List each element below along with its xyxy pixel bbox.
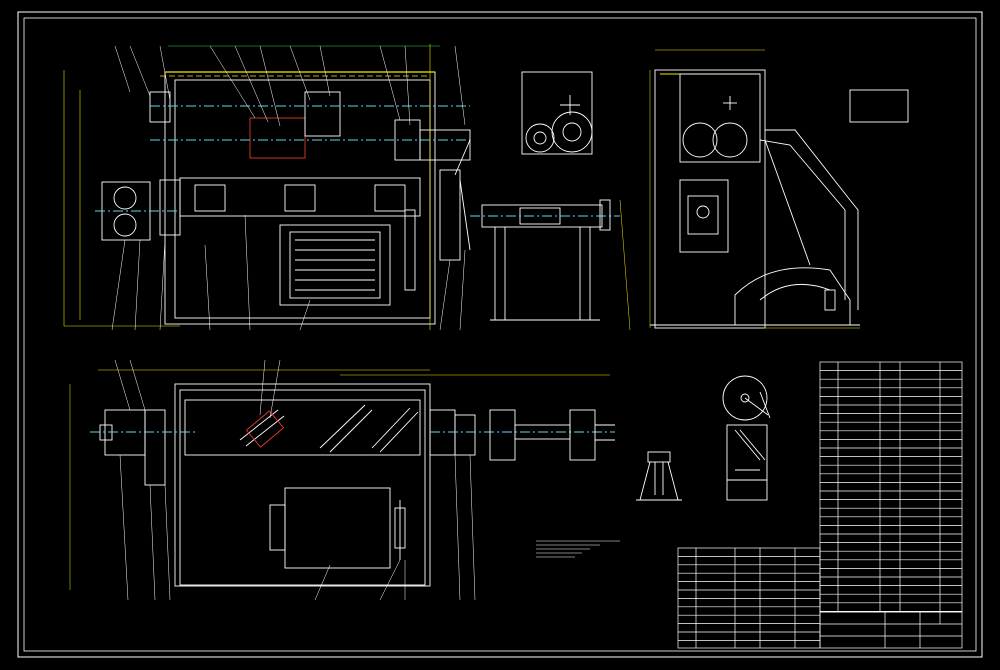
gear-icon: [551, 111, 593, 153]
parts-list-table: [677, 361, 963, 649]
gear-detail-view: [521, 71, 593, 155]
top-view: [69, 359, 615, 601]
shaft-icon: [419, 129, 471, 161]
outer-border: [17, 11, 983, 658]
pulley-icon: [404, 209, 416, 291]
motor-icon: [279, 224, 391, 306]
gear-icon: [682, 122, 718, 158]
pulley-icon: [144, 409, 166, 486]
linkage-detail-view: [722, 375, 771, 501]
technical-notes: [536, 540, 620, 558]
front-view: [63, 44, 471, 331]
bearing-icon: [149, 91, 171, 123]
gear-icon: [249, 117, 306, 159]
gear-icon: [304, 91, 341, 137]
gear-icon: [525, 123, 555, 153]
bearing-icon: [194, 184, 226, 212]
inner-border: [23, 17, 977, 652]
gear-icon: [113, 213, 137, 237]
support-stand: [470, 199, 631, 331]
detail-label-box: [849, 89, 909, 123]
bearing-icon: [284, 184, 316, 212]
side-view: [649, 49, 860, 329]
gear-icon: [113, 186, 137, 210]
bearing-icon: [374, 184, 406, 212]
stand-detail-view: [636, 451, 682, 501]
pulley-icon: [722, 375, 768, 421]
gear-icon: [712, 122, 748, 158]
